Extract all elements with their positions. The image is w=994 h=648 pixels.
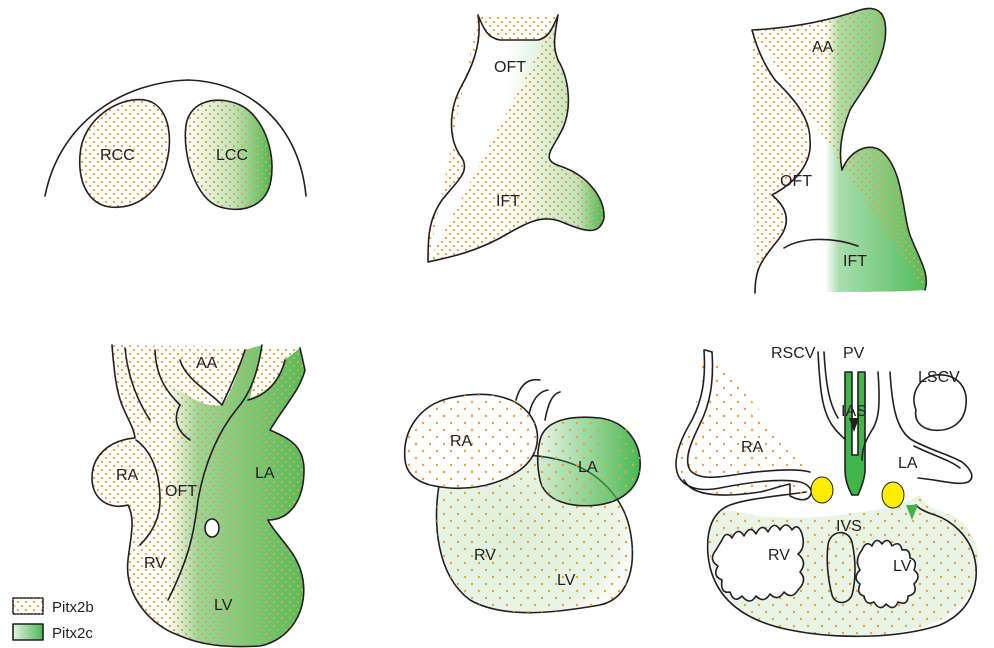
label-p4-lv: LV	[214, 597, 233, 614]
label-p4-oft: OFT	[165, 483, 197, 500]
label-p2-ift: IFT	[496, 193, 520, 210]
panel-four-chamber-section: RSCV PV LSCV IAS RA LA IVS RV LV	[676, 345, 978, 636]
legend-swatch-pitx2c	[13, 624, 43, 640]
label-p6-lv: LV	[893, 558, 912, 575]
panel-looping-heart: AA OFT IFT	[752, 8, 926, 293]
label-p5-la: LA	[578, 459, 598, 476]
label-p5-ra: RA	[450, 433, 473, 450]
label-p6-pv: PV	[843, 345, 865, 362]
legend-label-pitx2b: Pitx2b	[52, 599, 94, 616]
label-p5-rv: RV	[474, 547, 496, 564]
tricuspid-valve	[811, 477, 833, 503]
panel-four-chamber-external: RA LA RV LV	[405, 380, 641, 613]
label-p4-la: LA	[255, 465, 275, 482]
legend: Pitx2b Pitx2c	[13, 598, 94, 642]
panel-cardinal-veins: RCC LCC	[45, 80, 306, 209]
mitral-valve	[882, 482, 904, 508]
label-p3-oft: OFT	[780, 173, 812, 190]
label-p6-ivs: IVS	[836, 518, 862, 535]
label-p6-la: LA	[898, 455, 918, 472]
label-p5-lv: LV	[557, 572, 576, 589]
label-p4-rv: RV	[144, 555, 166, 572]
ivs	[827, 533, 855, 603]
panel-septating-heart: AA RA OFT LA RV LV	[92, 345, 305, 647]
label-p6-rv: RV	[768, 547, 790, 564]
legend-label-pitx2c: Pitx2c	[52, 625, 93, 642]
label-p6-rscv: RSCV	[771, 345, 816, 362]
label-p4-aa: AA	[196, 355, 218, 372]
label-p4-ra: RA	[116, 467, 139, 484]
ias-walls	[862, 372, 912, 460]
label-rcc: RCC	[100, 147, 135, 164]
legend-swatch-pitx2b	[13, 598, 43, 614]
foramen	[205, 519, 219, 537]
label-p2-oft: OFT	[494, 59, 526, 76]
p6-ra	[676, 350, 811, 500]
label-p6-ias: IAS	[841, 403, 867, 420]
pv-vessel	[845, 372, 865, 495]
label-lcc: LCC	[216, 147, 248, 164]
label-p3-ift: IFT	[843, 253, 867, 270]
label-p6-lscv: LSCV	[918, 369, 960, 386]
label-p6-ra: RA	[741, 439, 764, 456]
label-p3-aa: AA	[812, 39, 834, 56]
la-wall	[912, 440, 972, 483]
panel-heart-tube: OFT IFT	[428, 15, 604, 262]
